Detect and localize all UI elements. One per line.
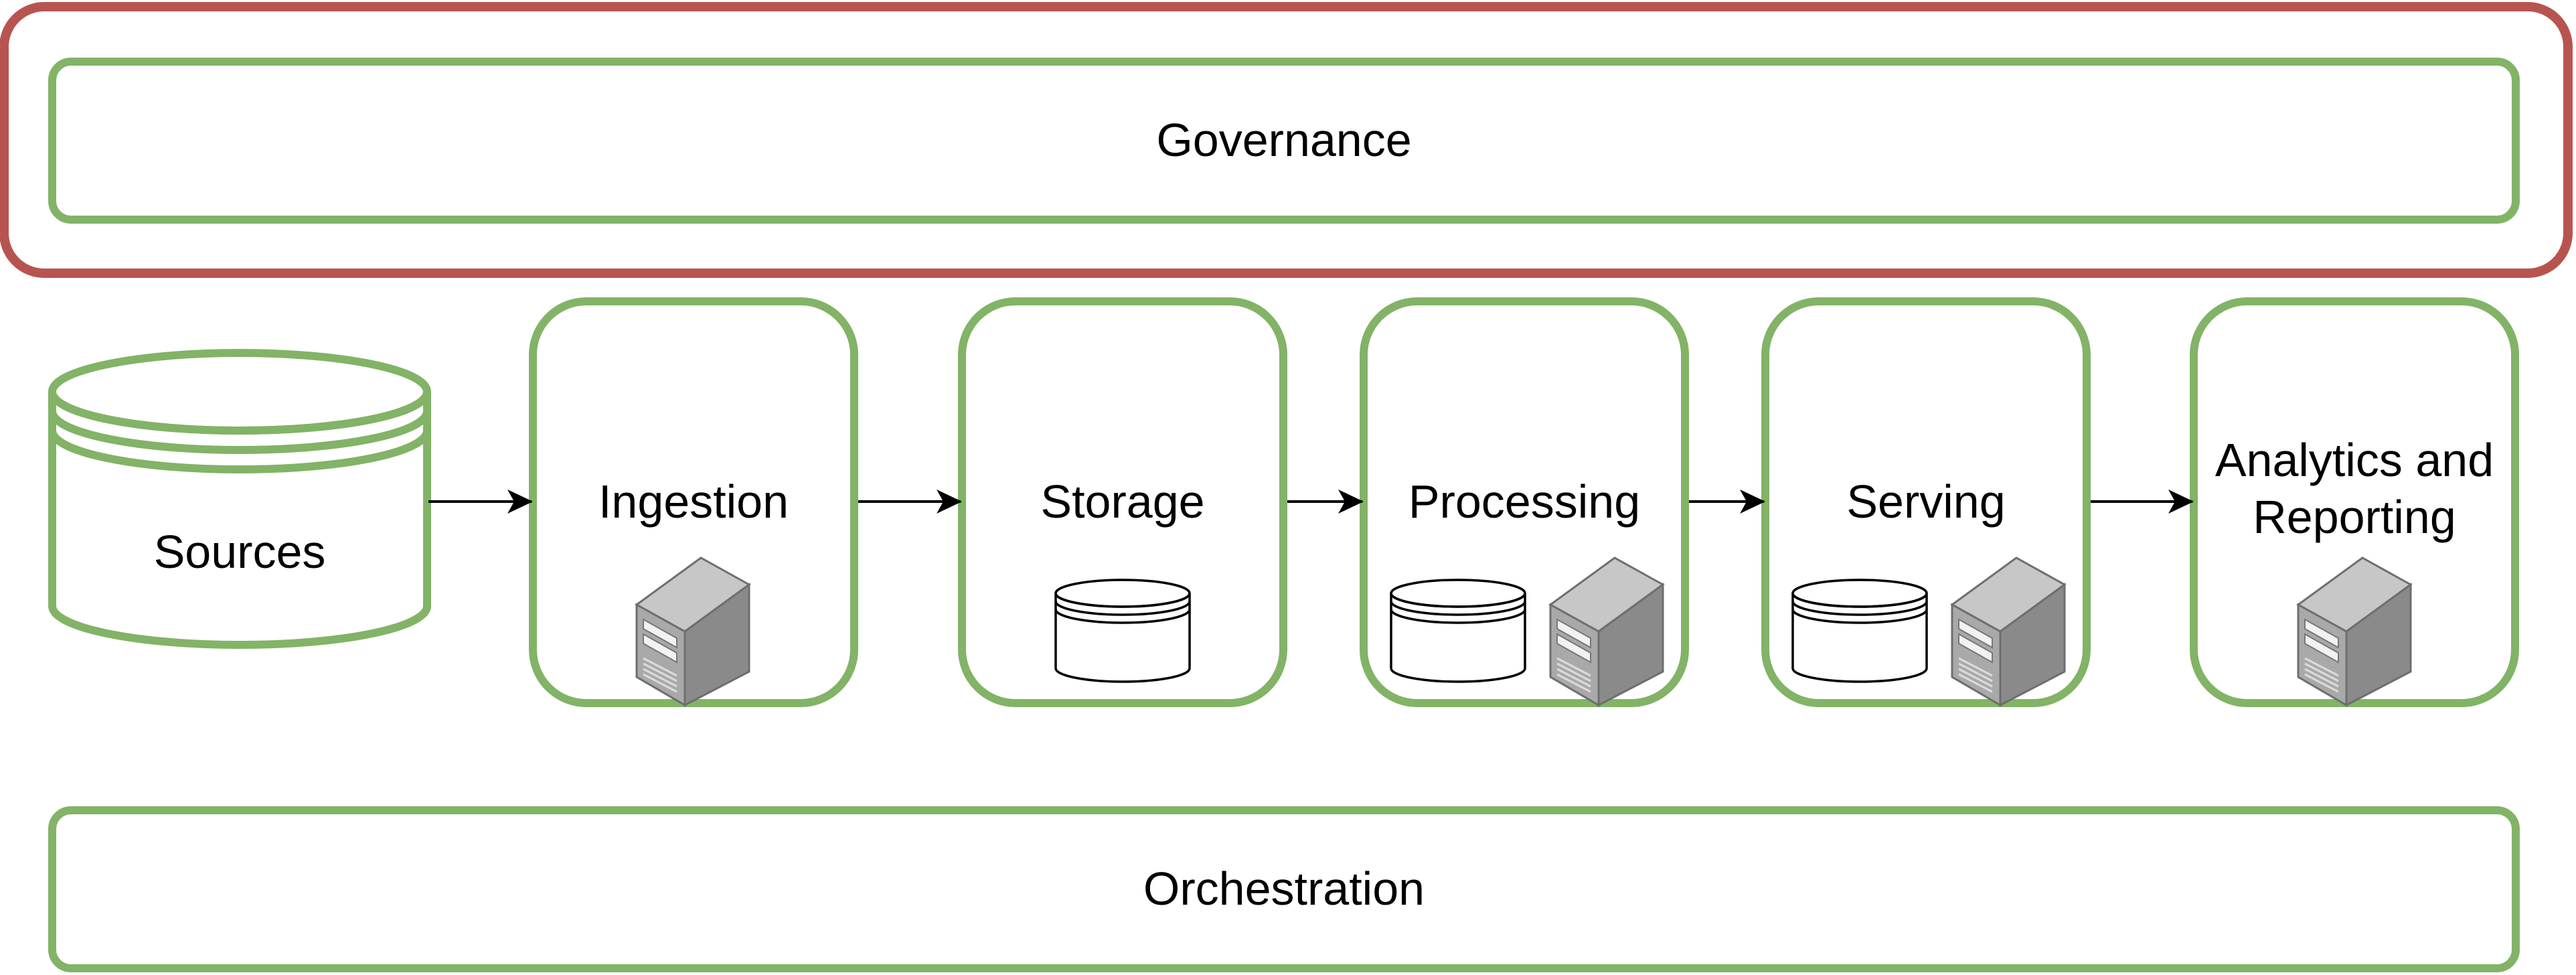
database-icon	[1791, 579, 1928, 683]
governance-box	[48, 58, 2520, 224]
sources-database	[48, 349, 431, 649]
ingestion-box	[529, 297, 858, 707]
database-icon	[1390, 579, 1526, 683]
storage-box	[958, 297, 1287, 707]
orchestration-box	[48, 806, 2520, 972]
governance-outer-frame	[0, 2, 2573, 278]
database-icon	[1054, 579, 1191, 683]
analytics-reporting-box	[2190, 297, 2519, 707]
